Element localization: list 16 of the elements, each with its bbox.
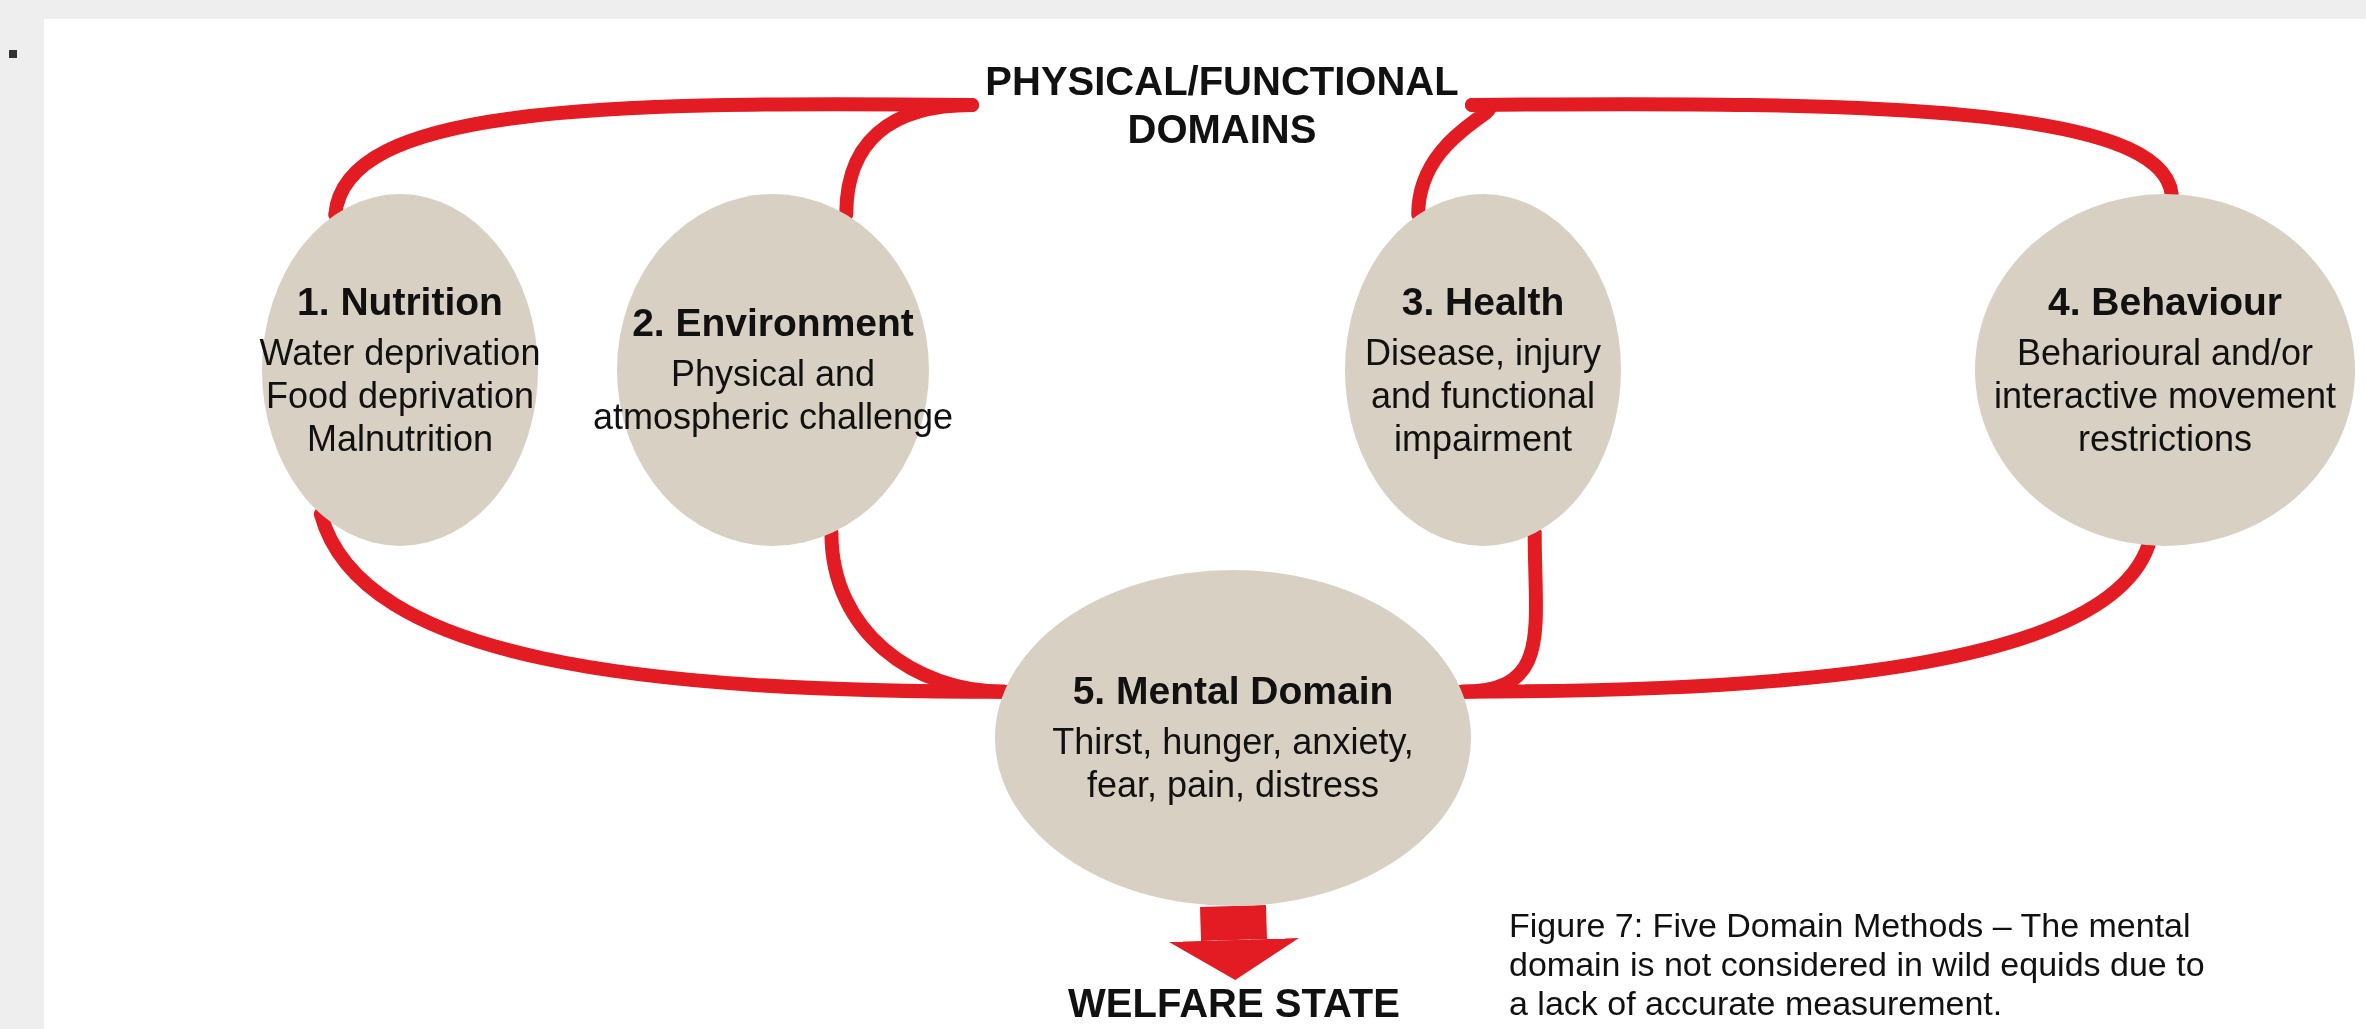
outcome-label: WELFARE STATE [1064,980,1404,1026]
domain-item: Food deprivation [265,373,535,417]
domain-heading: 3. Health [1401,279,1565,325]
domain-item: Water deprivation [259,330,541,374]
group-title: PHYSICAL/FUNCTIONAL DOMAINS [972,55,1472,155]
domain-item: Malnutrition [306,417,494,461]
domain-description: Disease, injury and functional impairment [1363,330,1603,461]
block-arrow [1169,905,1299,980]
figure-caption: Figure 7: Five Domain Methods – The mental domain is not considered in wild equids due to a lack of accurate measurement. [1509,906,2206,1024]
domain-heading: 1. Nutrition [297,279,503,325]
domain-description: Thirst, hunger, anxiety, fear, pain, distress [1051,720,1415,807]
domain-description: Physical and atmospheric challenge [591,352,955,439]
domain-heading: 2. Environment [632,301,914,347]
domain-description: Beharioural and/or interactive movement restrictions [1992,330,2338,461]
domain-heading: 5. Mental Domain [1072,669,1394,715]
domain-heading: 4. Behaviour [2047,279,2283,325]
